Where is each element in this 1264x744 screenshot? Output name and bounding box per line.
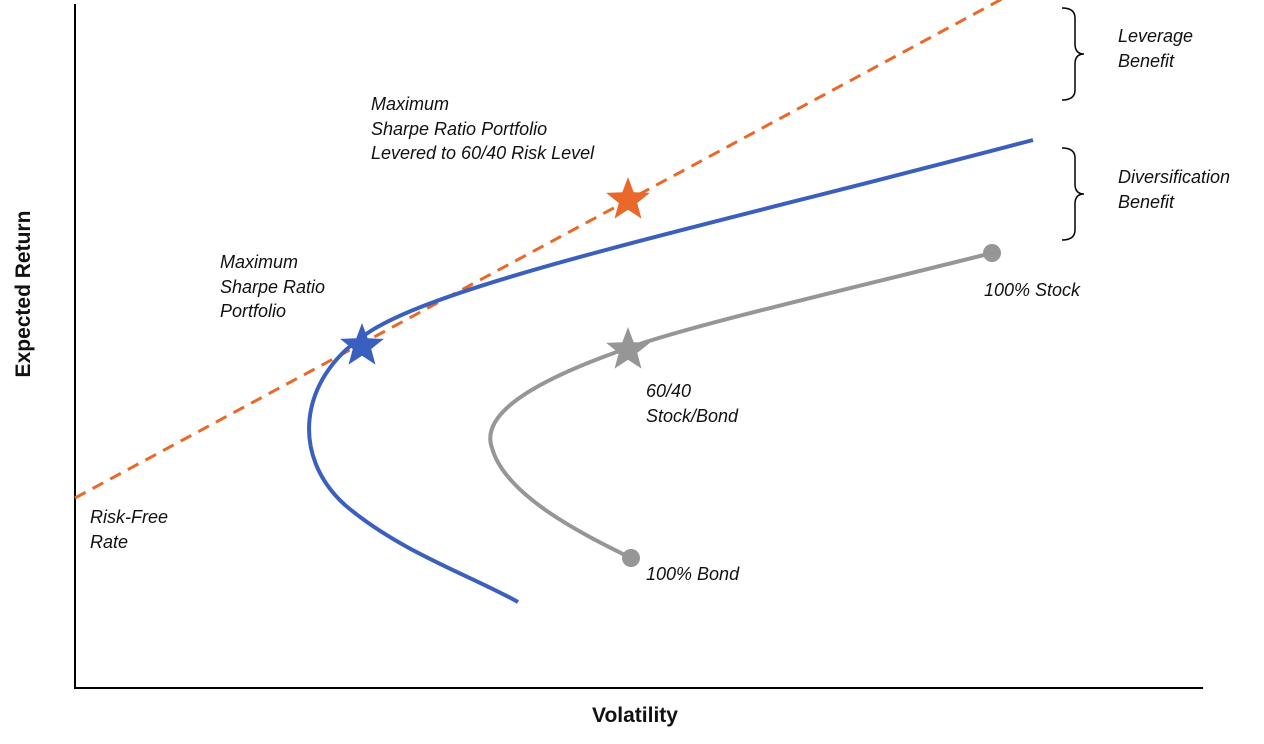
max-sharpe-star-icon bbox=[340, 323, 384, 365]
bond-100-dot-icon bbox=[622, 549, 640, 567]
x-axis-title: Volatility bbox=[592, 704, 678, 727]
max-sharpe-label: Maximum Sharpe Ratio Portfolio bbox=[220, 252, 326, 321]
levered-portfolio-label: Maximum Sharpe Ratio Portfolio Levered t… bbox=[371, 94, 595, 163]
leverage-benefit-label: Leverage Benefit bbox=[1118, 26, 1194, 71]
risk-free-label: Risk-Free Rate bbox=[90, 507, 169, 552]
y-axis-title: Expected Return bbox=[12, 210, 35, 378]
capital-market-line bbox=[74, 0, 1003, 500]
diversification-benefit-label: Diversification Benefit bbox=[1118, 167, 1231, 212]
stock-100-label: 100% Stock bbox=[984, 280, 1081, 300]
bond-100-label: 100% Bond bbox=[646, 564, 740, 584]
stock-100-dot-icon bbox=[983, 244, 1001, 262]
levered-portfolio-star-icon bbox=[606, 177, 650, 219]
diversification-brace-icon bbox=[1061, 147, 1085, 241]
sixty-forty-label: 60/40 Stock/Bond bbox=[646, 381, 739, 426]
leverage-brace-icon bbox=[1061, 7, 1085, 101]
diversified-frontier-curve bbox=[307, 138, 1034, 604]
sixty-forty-star-icon bbox=[606, 327, 650, 369]
stock-bond-frontier-curve bbox=[488, 251, 993, 560]
